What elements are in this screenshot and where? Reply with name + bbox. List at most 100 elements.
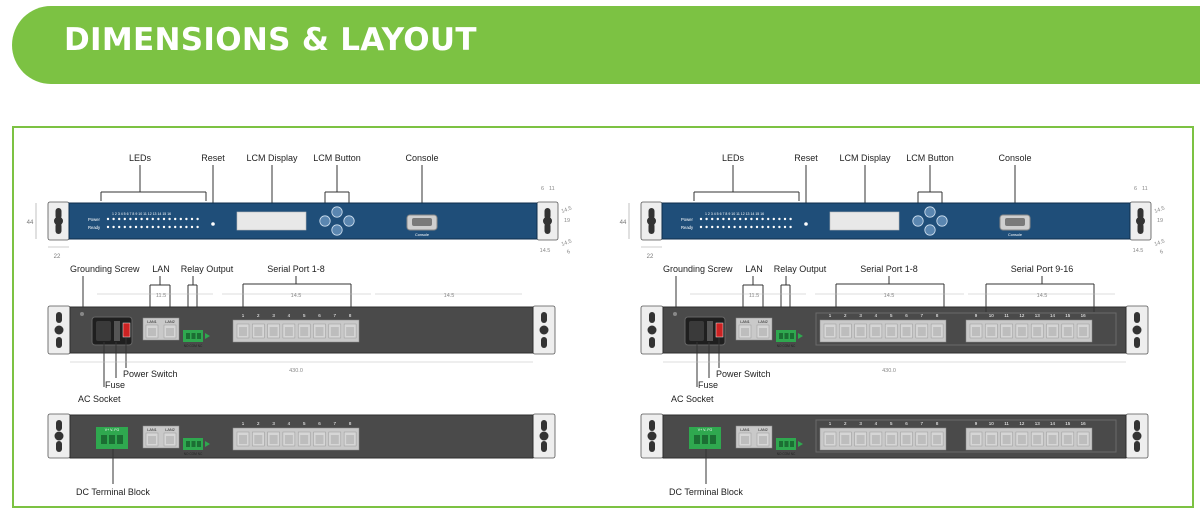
dim-port-pitch-1: 14.5 — [884, 293, 895, 299]
dc-serial-block-1-8-port-jack — [346, 435, 355, 444]
dim-ear-19: 19 — [1157, 218, 1163, 224]
front-leds-led — [157, 217, 160, 221]
lcm-button-key — [912, 215, 924, 227]
dc-relay-pin — [790, 441, 794, 447]
front-leds-power-label: Power — [88, 217, 100, 222]
dc-relay-pin — [784, 441, 789, 447]
serial-block-1-8-port-jack — [269, 327, 278, 336]
front-leds-led — [722, 225, 725, 229]
dc-serial-block-9-16-number: 16 — [1081, 421, 1087, 426]
serial-block-9-16-number: 12 — [1019, 313, 1025, 318]
dc-serial-block-1-8-port-jack — [871, 435, 880, 444]
label-leds: LEDs — [129, 153, 152, 163]
front-ear-right-slot-bottom — [1137, 223, 1144, 234]
dc-ear-right-slot-top — [541, 420, 547, 431]
dim-ear-14-5-bottom: 14.5 — [561, 239, 573, 248]
label-lan: LAN — [745, 264, 763, 274]
serial-block-1-8-number: 7 — [921, 313, 924, 318]
serial-block-1-8-port-jack — [826, 327, 834, 336]
dc-lan-lan2-jack — [759, 436, 767, 444]
label-grounding-screw: Grounding Screw — [663, 264, 733, 274]
dc-serial-block-1-8-number: 1 — [829, 421, 832, 426]
grounding-screw — [80, 312, 84, 316]
front-leds-led — [112, 225, 115, 229]
front-ear-left-slot-bottom — [648, 223, 655, 234]
serial-block-9-16-number: 13 — [1035, 313, 1041, 318]
dc-lan-lan2-text: LAN2 — [165, 428, 175, 432]
front-leds-power-label: Power — [681, 217, 693, 222]
console-port-text: Console — [1008, 233, 1022, 237]
dc-serial-block-1-8-number: 3 — [272, 421, 275, 426]
dc-terminal-pin — [117, 435, 123, 444]
dim-height: 44 — [27, 220, 34, 226]
dc-serial-block-1-8-number: 8 — [349, 421, 352, 426]
dc-lan-lan1-text: LAN1 — [740, 428, 750, 432]
label-console: Console — [998, 153, 1031, 163]
serial-block-9-16-port-jack — [1079, 327, 1088, 336]
front-leds-led — [699, 225, 703, 229]
dc-terminal-pin — [710, 435, 716, 444]
dc-serial-block-9-16-port-jack — [1002, 435, 1011, 444]
dc-serial-block-1-8-number: 4 — [288, 421, 291, 426]
front-leds-led — [711, 217, 714, 221]
front-leds-led — [705, 225, 708, 229]
rear-lan-lan1-text: LAN1 — [740, 320, 750, 324]
dim-height: 44 — [620, 220, 627, 226]
dc-serial-frame — [815, 419, 1117, 453]
serial-block-9-16-port-jack — [1048, 327, 1057, 336]
rear-relay-pin — [191, 333, 196, 339]
front-ear-right-hole — [1136, 216, 1145, 226]
front-leds-led — [162, 225, 166, 229]
dim-width: 430.0 — [289, 368, 303, 374]
serial-block-1-8-port-jack — [300, 327, 309, 336]
serial-block-1-8-port-jack — [887, 327, 896, 336]
dc-serial-block-1-8-port-jack — [315, 435, 324, 444]
rear-lan-lan2-text: LAN2 — [758, 320, 768, 324]
front-leds-led — [767, 225, 770, 229]
front-leds-led — [755, 225, 759, 229]
front-leds-led — [705, 217, 708, 221]
diagram-frame — [12, 126, 1194, 508]
label-reset: Reset — [794, 153, 818, 163]
front-leds-led — [739, 225, 742, 229]
front-leds-led — [727, 217, 731, 221]
front-leds-led — [106, 217, 110, 221]
serial-block-1-8-port-jack — [315, 327, 324, 336]
dc-ear-left-slot-top — [649, 420, 655, 431]
dc-terminal-pin — [101, 435, 107, 444]
dc-terminal-pin — [109, 435, 115, 444]
front-leds-led — [168, 217, 171, 221]
serial-block-1-8-number: 3 — [272, 313, 275, 318]
dc-serial-block-9-16-port-jack — [1048, 435, 1057, 444]
serial-block-1-8-number: 8 — [349, 313, 352, 318]
label-lcm-display: LCM Display — [246, 153, 298, 163]
serial-block-1-8-number: 2 — [844, 313, 847, 318]
front-leds-led — [140, 217, 143, 221]
front-leds-led — [711, 225, 714, 229]
dc-serial-block-1-8-port-jack — [933, 435, 942, 444]
serial-block-1-8-number: 1 — [829, 313, 832, 318]
rear-lan-lan2-jack — [759, 328, 767, 336]
serial-block-9-16-port-jack — [1063, 327, 1072, 336]
dim-port-pitch-1: 14.5 — [291, 293, 302, 299]
front-leds-led — [146, 225, 149, 229]
dc-ear-right-slot-bottom — [1134, 441, 1140, 452]
front-leds-led — [750, 217, 753, 221]
fuse — [707, 321, 713, 341]
dc-ear-left-hole — [54, 431, 64, 441]
rear-relay-pin — [779, 333, 783, 339]
dc-ear-left-slot-top — [56, 420, 62, 431]
front-leds-led — [761, 217, 764, 221]
dc-serial-block-1-8-number: 3 — [859, 421, 862, 426]
dc-terminal-text: V+ V- FG — [105, 428, 120, 432]
front-leds-led — [761, 225, 764, 229]
dc-ear-right-slot-bottom — [541, 441, 547, 452]
serial-block-9-16-number: 15 — [1065, 313, 1071, 318]
front-leds-led — [129, 225, 132, 229]
front-leds-led — [744, 217, 747, 221]
front-leds-led — [134, 225, 138, 229]
console-port-jack — [1005, 218, 1025, 226]
dim-ear-14-5-side: 14.5 — [1133, 248, 1144, 254]
dc-serial-block-1-8-port-jack — [284, 435, 293, 444]
dc-serial-block-1-8-port-jack — [902, 435, 911, 444]
